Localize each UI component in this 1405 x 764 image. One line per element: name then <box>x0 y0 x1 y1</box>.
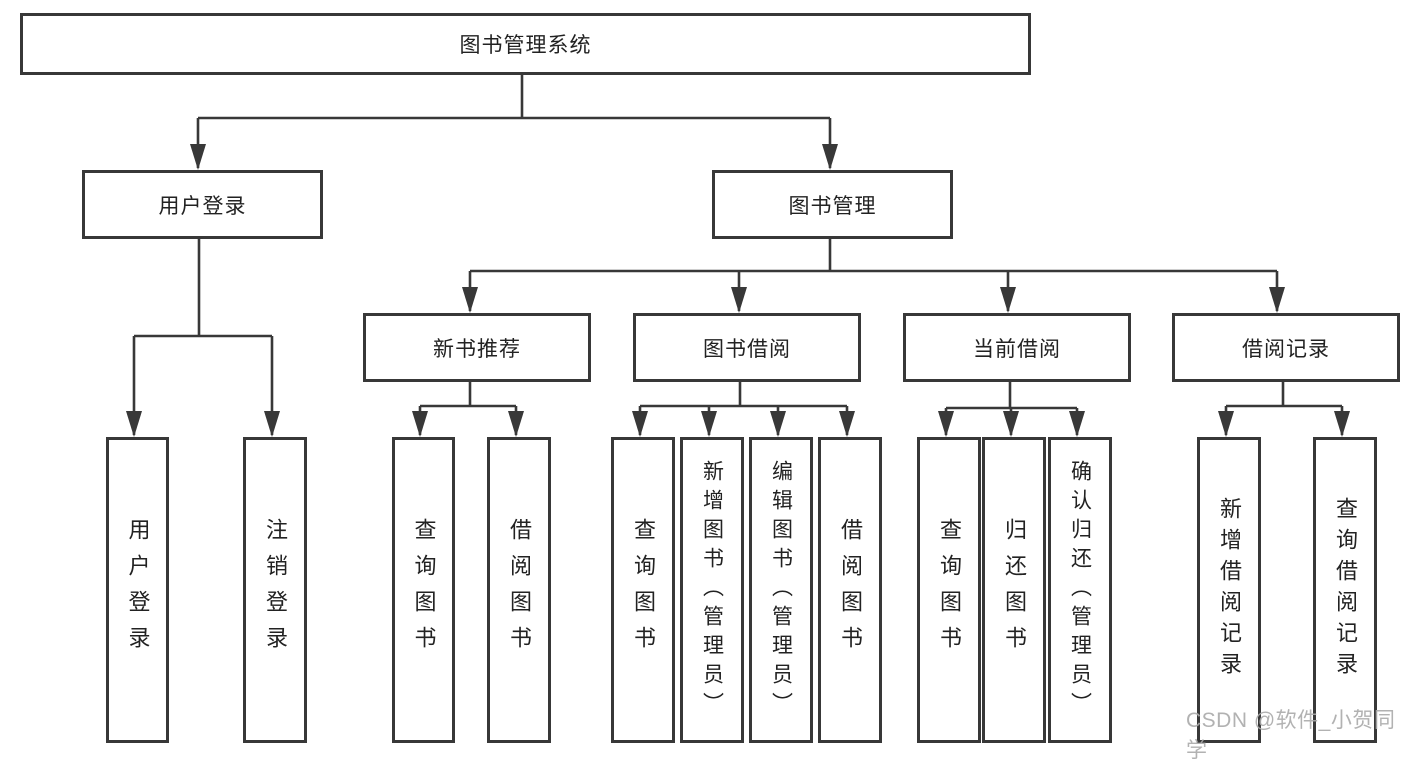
leaf-borrow-edit-books-admin-label: 编辑图书（管理员） <box>769 459 793 721</box>
node-user-login: 用户登录 <box>82 170 323 239</box>
leaf-logout-label: 注销登录 <box>263 518 288 662</box>
leaf-current-query-books: 查询图书 <box>917 437 981 743</box>
leaf-current-query-books-label: 查询图书 <box>937 518 962 662</box>
leaf-current-return-books-label: 归还图书 <box>1002 518 1027 662</box>
leaf-record-add-borrow-record: 新增借阅记录 <box>1197 437 1261 743</box>
leaf-borrow-add-books-admin: 新增图书（管理员） <box>680 437 744 743</box>
leaf-borrow-borrow-books-label: 借阅图书 <box>838 518 863 662</box>
leaf-recommend-borrow-books-label: 借阅图书 <box>507 518 532 662</box>
leaf-logout: 注销登录 <box>243 437 307 743</box>
leaf-current-confirm-return-admin-label: 确认归还（管理员） <box>1068 459 1092 721</box>
leaf-borrow-edit-books-admin: 编辑图书（管理员） <box>749 437 813 743</box>
node-current-borrow: 当前借阅 <box>903 313 1131 382</box>
leaf-borrow-add-books-admin-label: 新增图书（管理员） <box>700 459 724 721</box>
leaf-user-login: 用户登录 <box>106 437 169 743</box>
library-system-structure-diagram: 图书管理系统 用户登录 图书管理 新书推荐 图书借阅 当前借阅 借阅记录 用户登… <box>20 13 1400 762</box>
leaf-current-confirm-return-admin: 确认归还（管理员） <box>1048 437 1112 743</box>
leaf-recommend-query-books: 查询图书 <box>392 437 455 743</box>
leaf-record-query-borrow-record-label: 查询借阅记录 <box>1333 497 1358 683</box>
leaf-borrow-query-books: 查询图书 <box>611 437 675 743</box>
leaf-recommend-query-books-label: 查询图书 <box>411 518 437 662</box>
leaf-record-query-borrow-record: 查询借阅记录 <box>1313 437 1377 743</box>
leaf-current-return-books: 归还图书 <box>982 437 1046 743</box>
node-new-book-recommend: 新书推荐 <box>363 313 591 382</box>
node-book-borrow: 图书借阅 <box>633 313 861 382</box>
leaf-borrow-borrow-books: 借阅图书 <box>818 437 882 743</box>
leaf-borrow-query-books-label: 查询图书 <box>631 518 656 662</box>
leaf-record-add-borrow-record-label: 新增借阅记录 <box>1217 497 1242 683</box>
connector-lines <box>126 69 1350 437</box>
node-root-library-system: 图书管理系统 <box>20 13 1031 75</box>
leaf-recommend-borrow-books: 借阅图书 <box>487 437 551 743</box>
leaf-user-login-label: 用户登录 <box>125 518 151 662</box>
csdn-watermark: CSDN @软件_小贺同学 <box>1186 709 1396 762</box>
node-borrow-record: 借阅记录 <box>1172 313 1400 382</box>
node-book-management: 图书管理 <box>712 170 953 239</box>
